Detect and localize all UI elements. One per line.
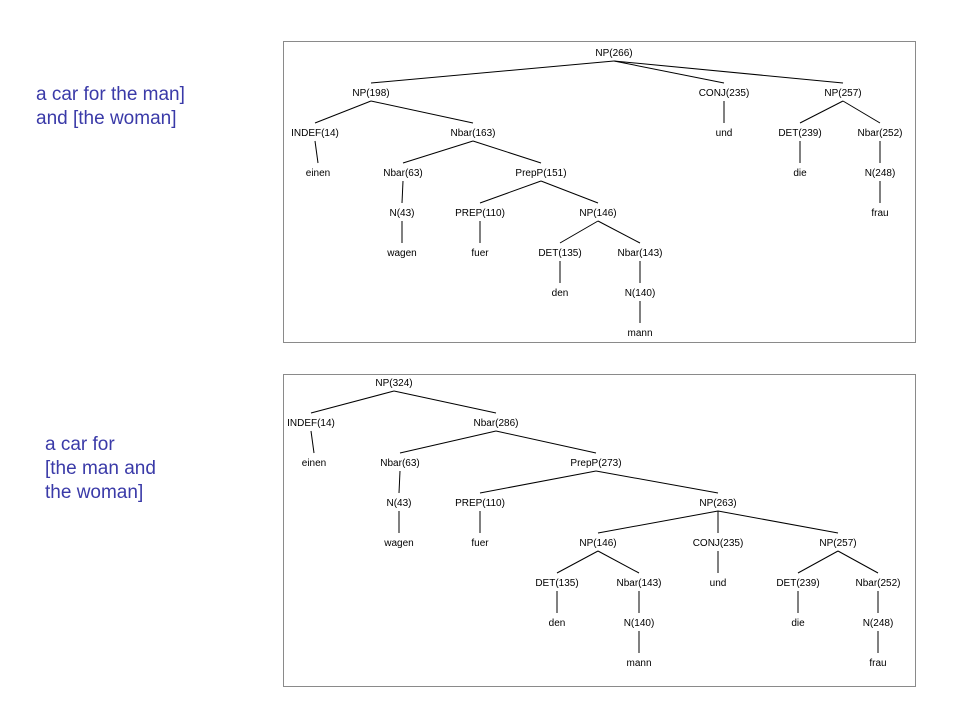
caption-line: a car for the man] xyxy=(36,84,185,105)
tree-node-conj235: CONJ(235) xyxy=(699,88,750,99)
tree-node-n248: N(248) xyxy=(865,168,896,179)
tree-node-einen: einen xyxy=(306,168,330,179)
tree-node-n248: N(248) xyxy=(863,618,894,629)
tree-node-die: die xyxy=(791,618,805,629)
tree-node-det135: DET(135) xyxy=(538,248,581,259)
tree-node-prep110: PREP(110) xyxy=(455,208,505,219)
tree-node-nbar63: Nbar(63) xyxy=(383,168,422,179)
tree-edge-np266-conj235 xyxy=(613,60,725,84)
tree-node-frau: frau xyxy=(869,658,886,669)
tree-node-wagen: wagen xyxy=(386,248,416,259)
tree-node-den: den xyxy=(552,288,569,299)
tree-edge-indef14-einen xyxy=(314,140,319,164)
tree-edge-prepp151-prep110 xyxy=(479,180,542,204)
parse-tree-panel-1: NP(266) NP(198) CONJ(235) NP(257) INDEF(14) N… xyxy=(283,41,916,343)
caption-line: the woman] xyxy=(45,482,144,503)
tree-edge-np263-np257 xyxy=(717,510,839,534)
tree-node-n140: N(140) xyxy=(625,288,656,299)
tree-node-prepp151: PrepP(151) xyxy=(515,168,566,179)
tree-node-det239: DET(239) xyxy=(778,128,821,139)
tree-node-fuer: fuer xyxy=(471,248,489,259)
tree-edge-np146-nbar143 xyxy=(597,550,640,574)
tree-edges xyxy=(310,390,879,653)
tree-node-nbar63: Nbar(63) xyxy=(380,458,419,469)
tree-edges xyxy=(314,60,881,323)
tree-node-np146: NP(146) xyxy=(579,208,616,219)
tree-node-den: den xyxy=(549,618,566,629)
tree-edge-indef14-einen xyxy=(310,430,315,454)
tree-edge-np257-nbar252 xyxy=(837,550,879,574)
tree-edge-np198-indef14 xyxy=(314,100,372,124)
tree-edge-np266-np198 xyxy=(370,60,615,84)
tree-node-np146: NP(146) xyxy=(579,538,616,549)
tree-edge-prepp151-np146 xyxy=(540,180,599,204)
tree-edge-nbar286-nbar63 xyxy=(399,430,497,454)
tree-node-n43: N(43) xyxy=(389,208,414,219)
tree-node-np257: NP(257) xyxy=(819,538,856,549)
tree-edge-prepp273-np263 xyxy=(595,470,719,494)
tree-node-und: und xyxy=(710,578,727,589)
tree-edge-prepp273-prep110 xyxy=(479,470,597,494)
tree-labels: NP(324) INDEF(14) Nbar(286) einen Nbar(63) Pr… xyxy=(287,378,900,669)
tree-edge-nbar63-n43 xyxy=(401,180,404,204)
tree-node-det135: DET(135) xyxy=(535,578,578,589)
tree-node-np257: NP(257) xyxy=(824,88,861,99)
tree-edge-np257-det239 xyxy=(799,100,844,124)
tree-node-nbar252: Nbar(252) xyxy=(855,578,900,589)
tree-node-conj235: CONJ(235) xyxy=(693,538,744,549)
tree-node-die: die xyxy=(793,168,807,179)
tree-edge-np257-det239 xyxy=(797,550,839,574)
tree-node-einen: einen xyxy=(302,458,326,469)
tree-edge-nbar286-prepp273 xyxy=(495,430,597,454)
tree-node-np266: NP(266) xyxy=(595,48,632,59)
tree-edge-np266-np257 xyxy=(613,60,844,84)
tree-node-indef14: INDEF(14) xyxy=(287,418,335,429)
tree-node-mann: mann xyxy=(627,328,652,339)
tree-edge-np198-nbar163 xyxy=(370,100,474,124)
tree-edge-nbar163-prepp151 xyxy=(472,140,542,164)
caption-line: a car for xyxy=(45,434,115,455)
tree-edge-np146-det135 xyxy=(556,550,599,574)
parse-tree-panel-2: NP(324) INDEF(14) Nbar(286) einen Nbar(63) Pr… xyxy=(283,374,916,687)
tree-edge-np263-np146 xyxy=(597,510,719,534)
tree-edge-np324-nbar286 xyxy=(393,390,497,414)
tree-labels: NP(266) NP(198) CONJ(235) NP(257) INDEF(14) N… xyxy=(291,48,902,339)
tree-edge-np146-det135 xyxy=(559,220,599,244)
tree-node-mann: mann xyxy=(626,658,651,669)
tree-node-n140: N(140) xyxy=(624,618,655,629)
tree-node-nbar252: Nbar(252) xyxy=(857,128,902,139)
tree-node-nbar163: Nbar(163) xyxy=(450,128,495,139)
parse-tree-2: NP(324) INDEF(14) Nbar(286) einen Nbar(63) Pr… xyxy=(287,378,900,669)
tree-node-np263: NP(263) xyxy=(699,498,736,509)
caption-second-reading: a car for [the man and the woman] xyxy=(45,433,156,505)
tree-node-frau: frau xyxy=(871,208,888,219)
tree-node-fuer: fuer xyxy=(471,538,489,549)
tree-edge-nbar163-nbar63 xyxy=(402,140,474,164)
tree-node-prep110: PREP(110) xyxy=(455,498,505,509)
caption-line: [the man and xyxy=(45,458,156,479)
tree-node-np198: NP(198) xyxy=(352,88,389,99)
tree-edge-nbar63-n43 xyxy=(398,470,401,494)
tree-node-np324: NP(324) xyxy=(375,378,412,389)
tree-node-indef14: INDEF(14) xyxy=(291,128,339,139)
tree-edge-np257-nbar252 xyxy=(842,100,881,124)
tree-node-prepp273: PrepP(273) xyxy=(570,458,621,469)
tree-node-nbar143: Nbar(143) xyxy=(616,578,661,589)
tree-node-nbar143: Nbar(143) xyxy=(617,248,662,259)
tree-node-wagen: wagen xyxy=(383,538,413,549)
caption-first-reading: a car for the man] and [the woman] xyxy=(36,83,185,131)
tree-node-n43: N(43) xyxy=(386,498,411,509)
tree-node-und: und xyxy=(716,128,733,139)
tree-edge-np146-nbar143 xyxy=(597,220,641,244)
tree-node-nbar286: Nbar(286) xyxy=(473,418,518,429)
tree-node-det239: DET(239) xyxy=(776,578,819,589)
tree-edge-np324-indef14 xyxy=(310,390,395,414)
parse-tree-1: NP(266) NP(198) CONJ(235) NP(257) INDEF(14) N… xyxy=(291,48,902,339)
caption-line: and [the woman] xyxy=(36,108,177,129)
